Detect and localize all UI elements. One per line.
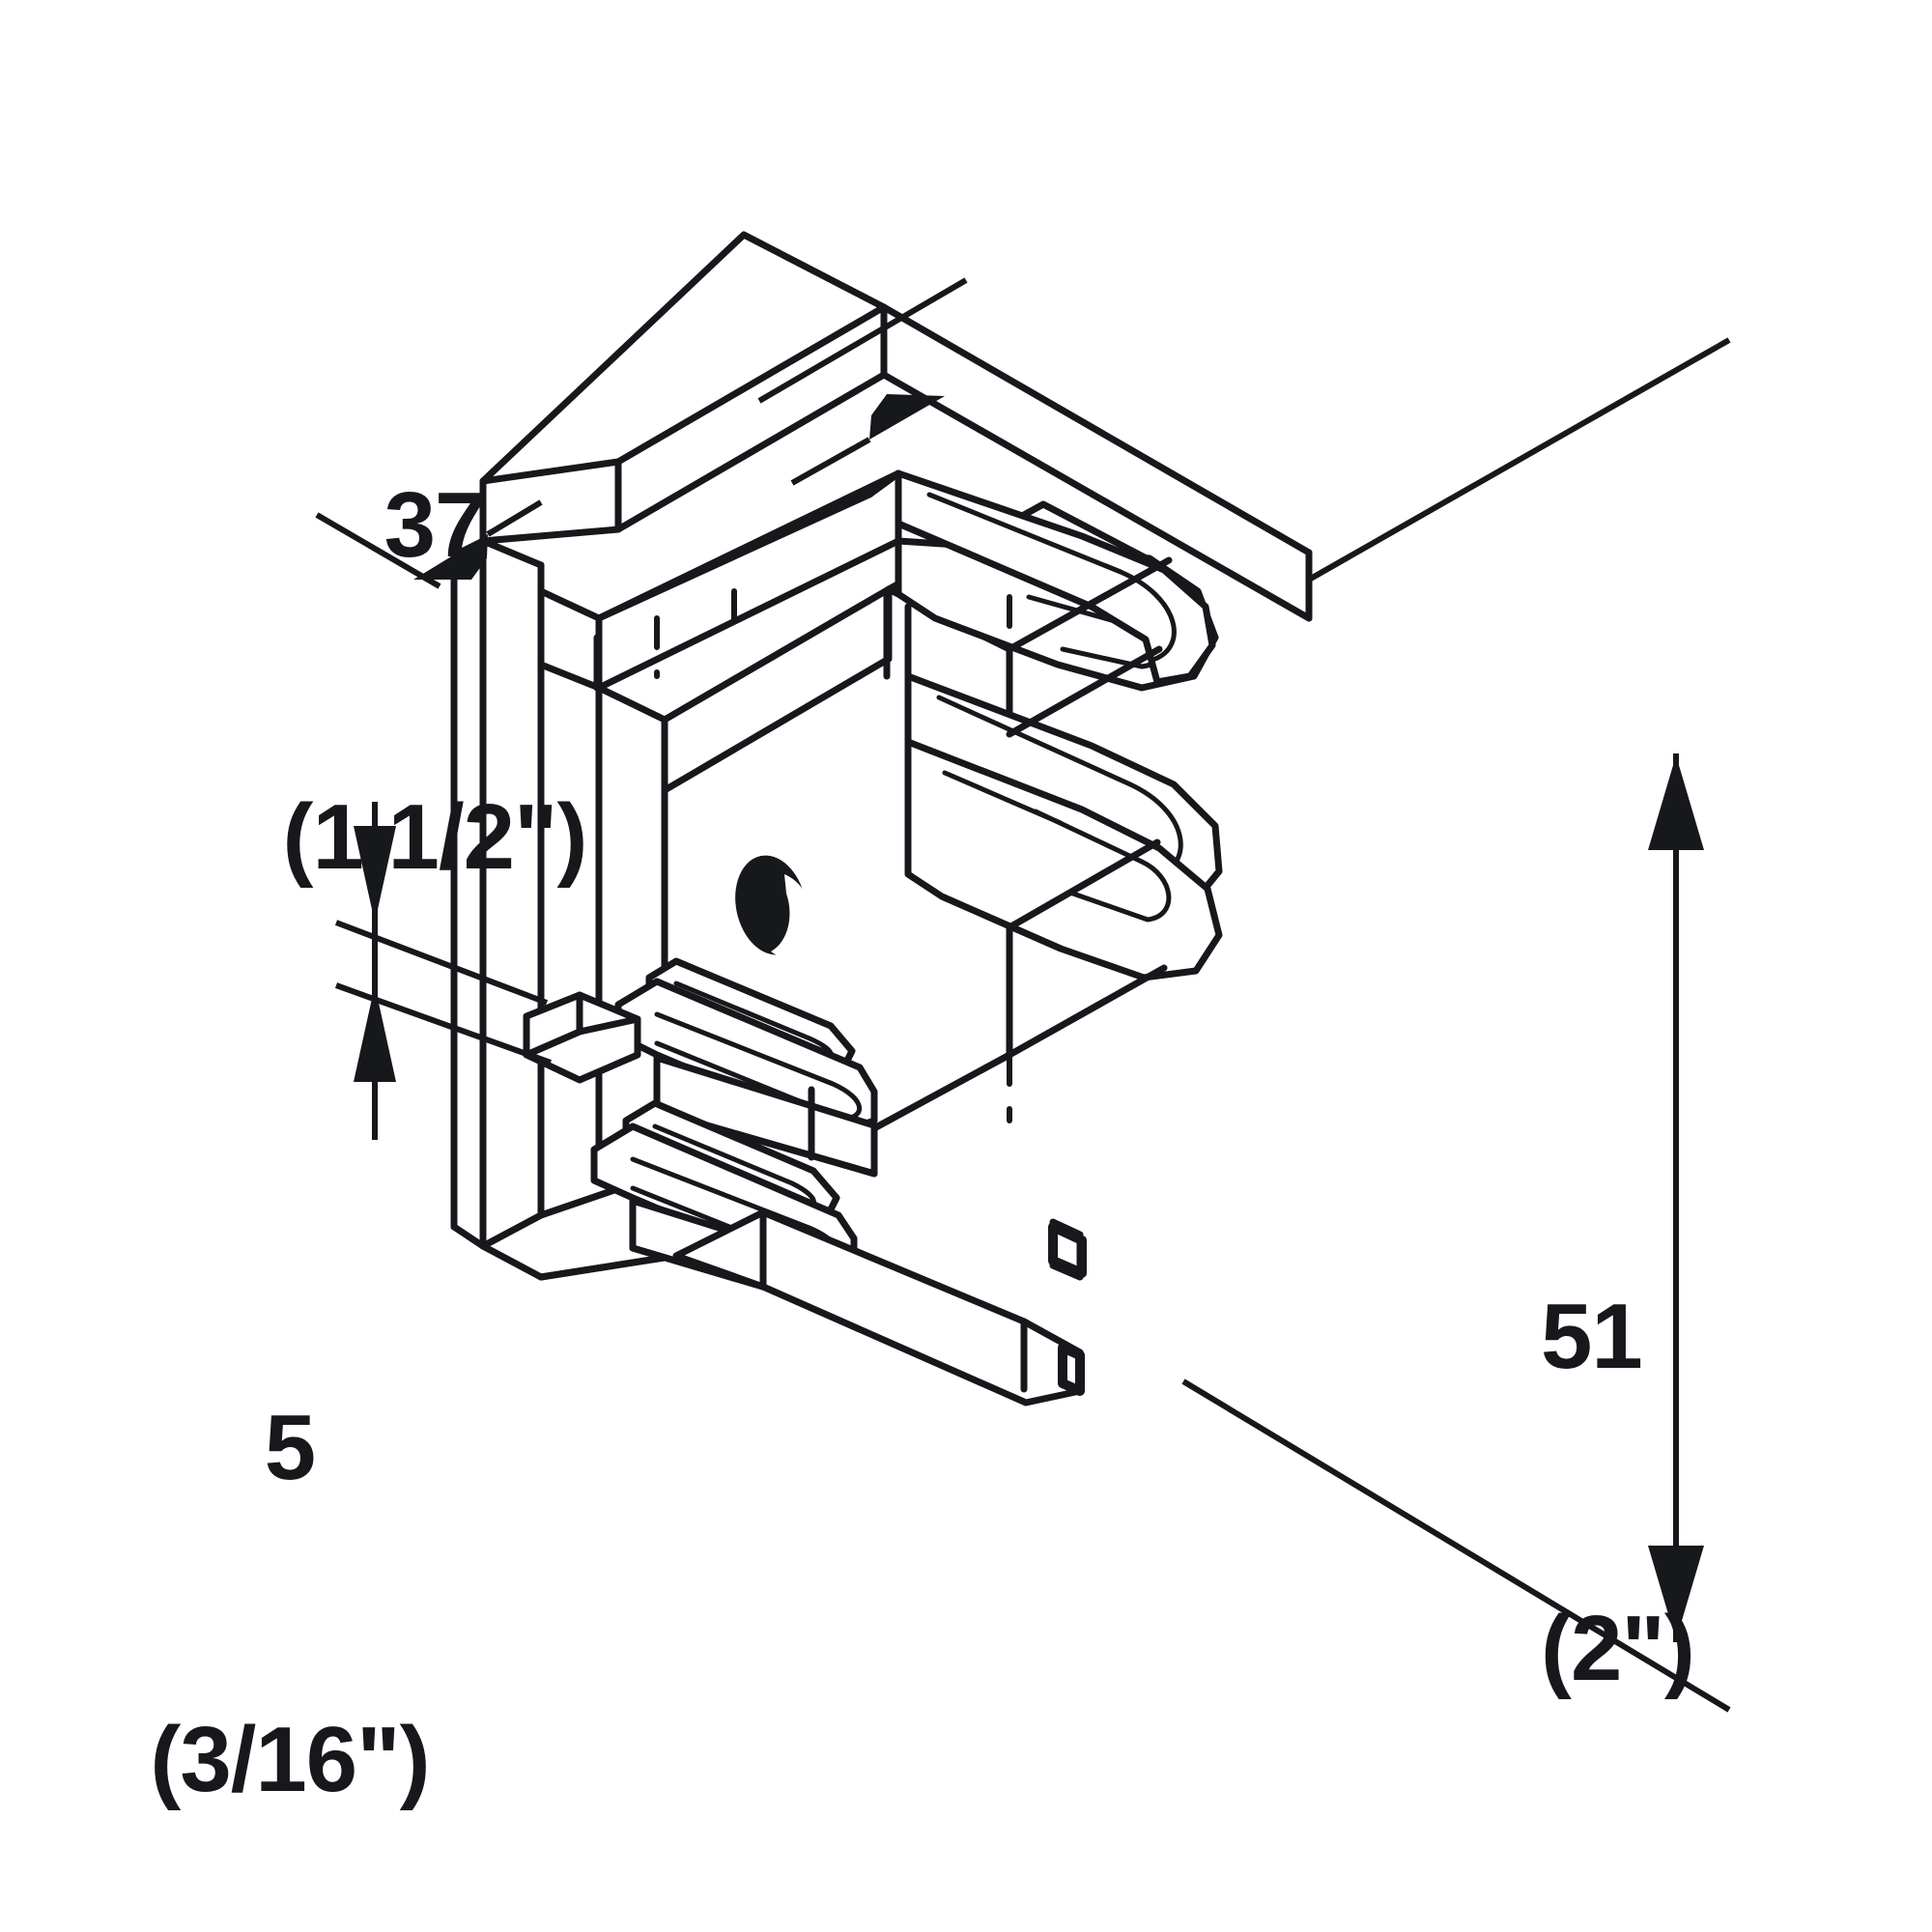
dimension-51-imperial: (2") xyxy=(1541,1596,1695,1700)
dimension-37-leader xyxy=(315,277,968,589)
bracket-shelf-bar-mid xyxy=(653,1054,878,1178)
bracket-left-flange-tab xyxy=(523,991,641,1084)
dimension-5-metric: 5 xyxy=(264,1396,316,1500)
bracket-step-notch xyxy=(1048,1218,1087,1281)
bracket-bottom-tab xyxy=(672,1208,1085,1406)
dimension-label-37: 37 (1 1/2") xyxy=(184,266,686,1096)
dimension-label-51: 51 (2") xyxy=(1541,1077,1889,1908)
bracket-screw-hole xyxy=(735,855,811,956)
dimension-5-leader xyxy=(334,802,553,1140)
bracket-prong-divider xyxy=(883,590,1012,1123)
bracket-hook-arm-lower-body xyxy=(904,738,1223,981)
bracket-left-wall xyxy=(479,537,545,1250)
dimension-label-5: 5 (3/16") xyxy=(58,1188,522,1932)
dimension-5-imperial: (3/16") xyxy=(150,1707,430,1811)
dimension-51-leader xyxy=(1181,337,1731,1713)
bracket-upper-right-face xyxy=(880,303,1313,622)
dimension-37-imperial: (1 1/2") xyxy=(282,784,588,889)
bracket-hook-arm-upper-top xyxy=(895,469,1216,686)
bracket-back-wall-right xyxy=(1006,556,1173,1059)
dimension-37-metric: 37 xyxy=(384,473,487,578)
dimension-51-metric: 51 xyxy=(1541,1285,1643,1389)
